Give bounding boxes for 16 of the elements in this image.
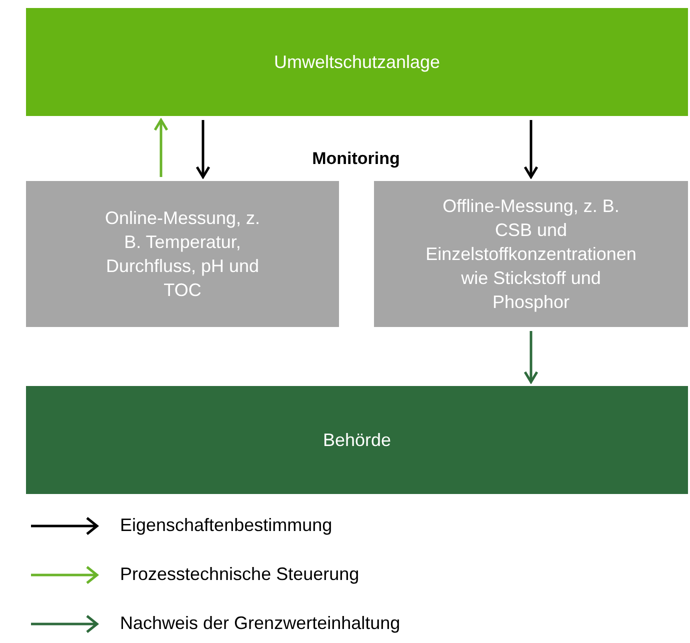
legend-text: Prozesstechnische Steuerung [120, 563, 360, 586]
process-box [374, 181, 688, 327]
arrow [524, 331, 538, 384]
process-box [26, 386, 688, 494]
process-box [26, 181, 339, 327]
legend-text: Nachweis der Grenzwerteinhaltung [120, 612, 400, 635]
box-text: Offline-Messung, z. B. CSB und Einzelstoffkonzentrationen wie Stickstoff und Phosphor [424, 195, 638, 314]
box-text: Online-Messung, z. B. Temperatur, Durchfluss, pH und TOC [104, 207, 262, 302]
annotation-label: Monitoring [311, 148, 401, 170]
arrow [524, 120, 538, 178]
arrow [154, 118, 168, 177]
legend-text: Eigenschaftenbestimmung [120, 514, 332, 537]
process-box [26, 8, 688, 116]
box-text: Umweltschutzanlage [272, 51, 442, 74]
arrow [196, 120, 210, 178]
box-text: Behörde [322, 429, 392, 452]
